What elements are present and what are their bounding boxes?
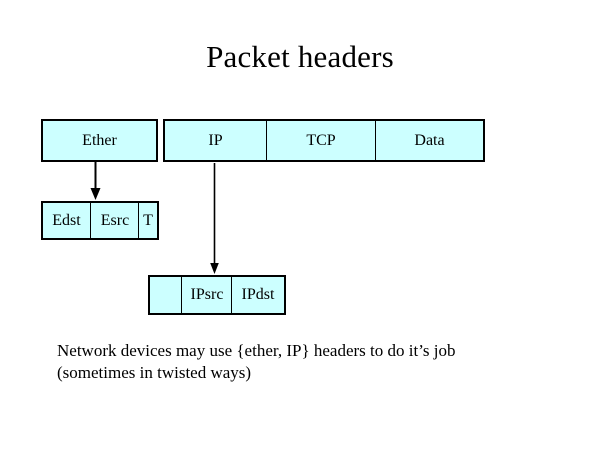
packet-cell-data: Data xyxy=(375,119,485,162)
packet-cell-esrc: Esrc xyxy=(90,201,140,240)
packet-cell-label: T xyxy=(143,211,153,229)
packet-cell-tcp: TCP xyxy=(266,119,376,162)
ip-expand-arrow-icon xyxy=(206,163,224,275)
packet-cell-label: Edst xyxy=(52,211,81,229)
packet-cell-label: Esrc xyxy=(100,211,130,229)
packet-cell-label: Ether xyxy=(82,131,117,149)
packet-cell-label: IPdst xyxy=(241,286,275,303)
packet-cell-label: Data xyxy=(414,131,445,149)
packet-cell-ip-blank xyxy=(148,275,183,315)
packet-cell-t: T xyxy=(138,201,159,240)
caption-block: Network devices may use {ether, IP} head… xyxy=(57,340,577,384)
packet-cell-ipdst: IPdst xyxy=(231,275,286,315)
caption-line-1: Network devices may use {ether, IP} head… xyxy=(57,341,456,360)
ether-expand-arrow-icon xyxy=(86,162,106,202)
page-title: Packet headers xyxy=(206,39,394,74)
packet-cell-ether: Ether xyxy=(41,119,158,162)
packet-cell-ipsrc: IPsrc xyxy=(181,275,233,315)
packet-cell-label: IPsrc xyxy=(190,286,224,303)
packet-cell-edst: Edst xyxy=(41,201,92,240)
packet-cell-label: TCP xyxy=(306,131,336,149)
caption-line-2: (sometimes in twisted ways) xyxy=(57,363,252,382)
packet-cell-ip: IP xyxy=(163,119,267,162)
packet-cell-label: IP xyxy=(208,131,223,149)
